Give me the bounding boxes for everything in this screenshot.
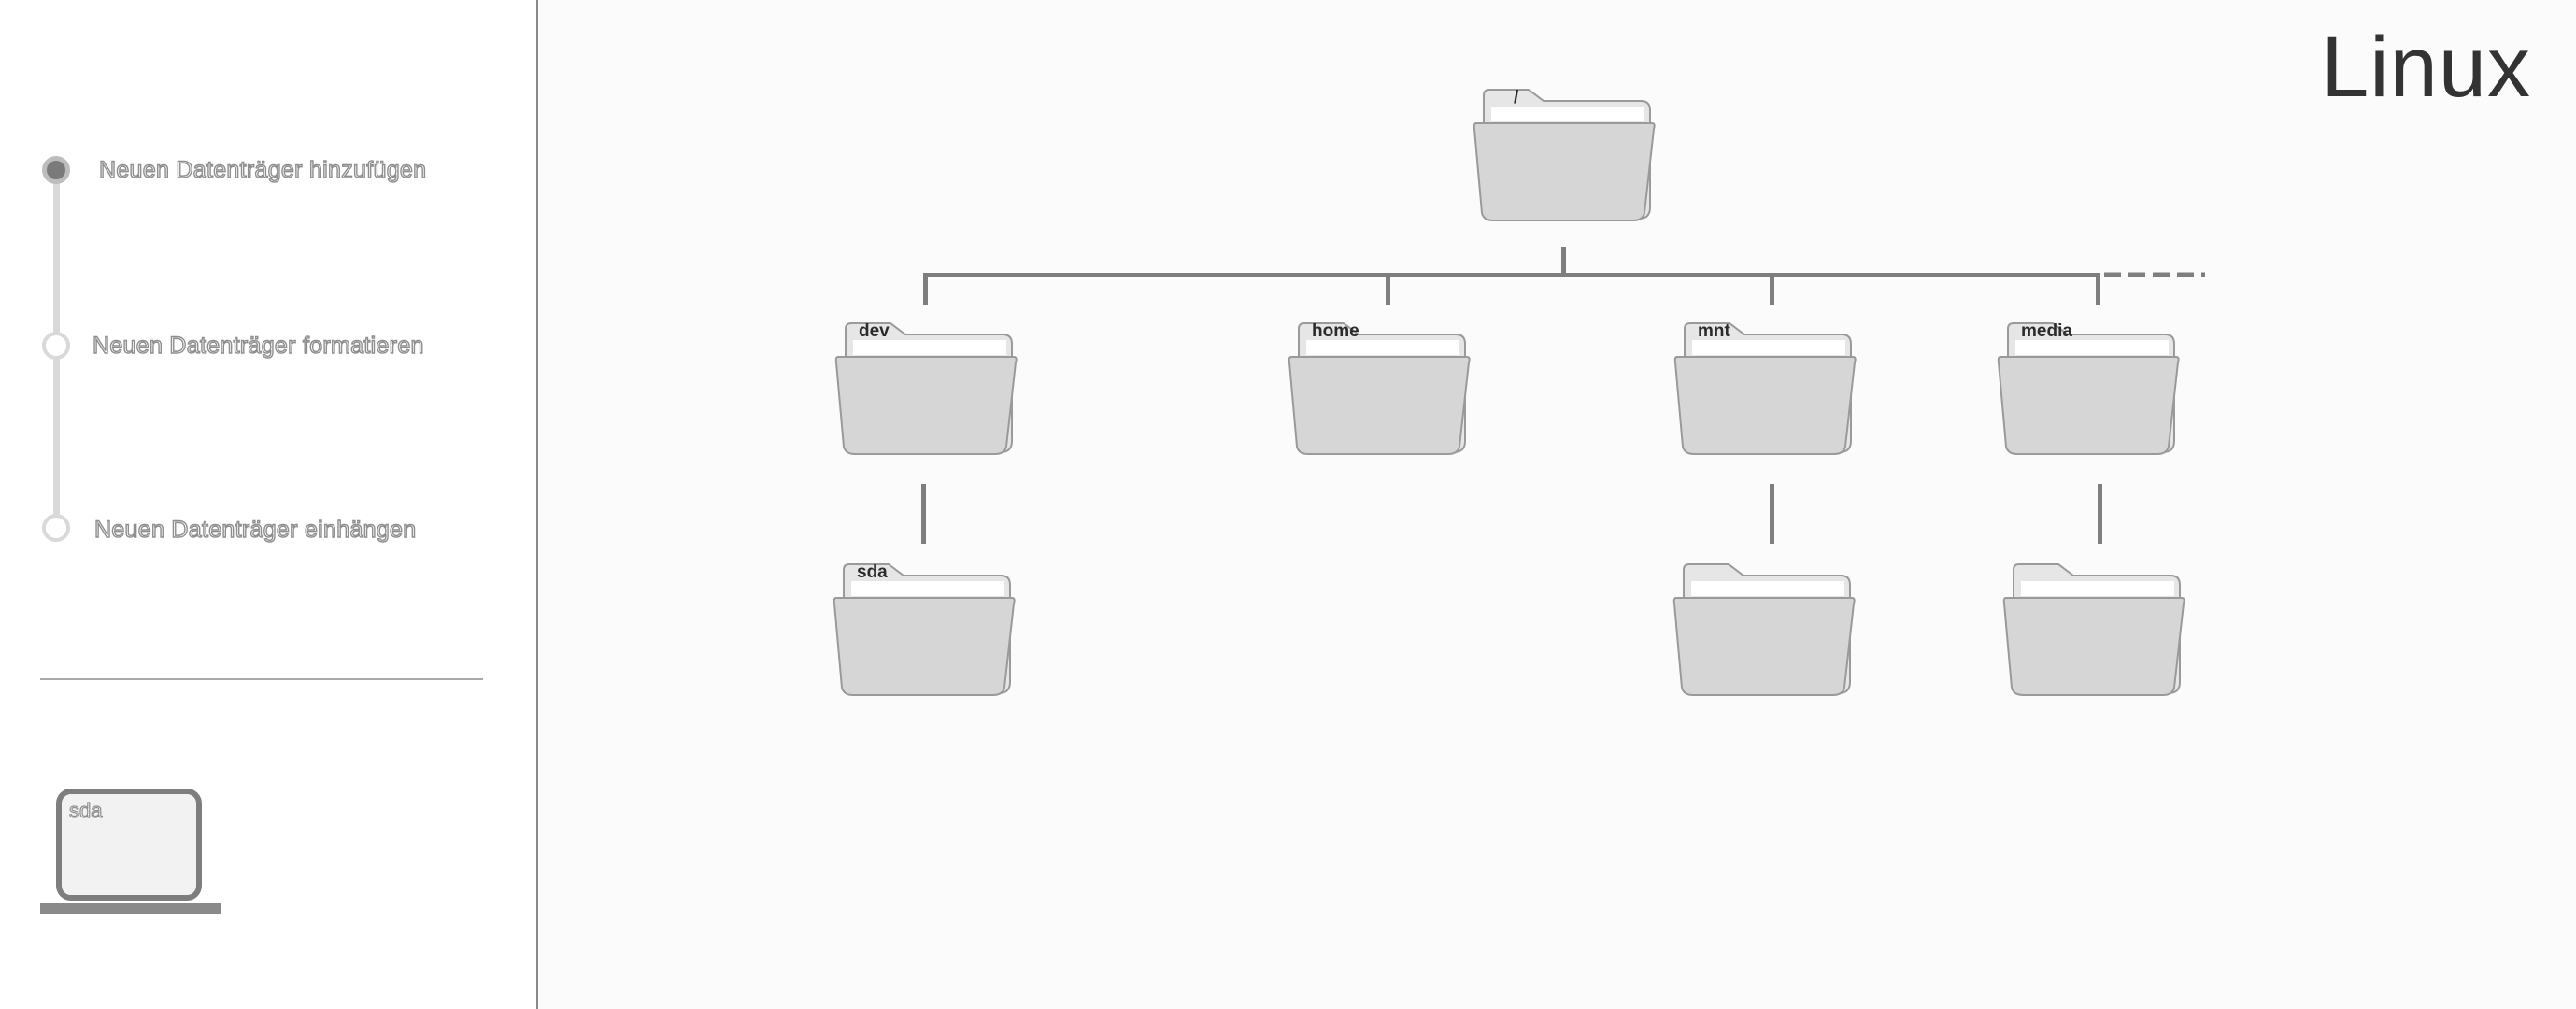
panel-separator [40, 678, 483, 680]
step-3-indicator[interactable] [42, 514, 70, 542]
step-1-label[interactable]: Neuen Datenträger hinzufügen [98, 156, 427, 183]
more-items-dashed-connector [2104, 272, 2205, 277]
media-sub-connector [2098, 484, 2102, 544]
folder-root-label: / [1514, 88, 1519, 107]
home-connector [1386, 273, 1390, 305]
folder-icon [2002, 563, 2185, 696]
folder-home-label: home [1312, 321, 1359, 341]
panel-divider [536, 0, 538, 1009]
folder-media[interactable]: media [1997, 320, 2180, 460]
folder-icon [834, 322, 1018, 455]
horizontal-connector [923, 273, 2100, 277]
folder-mnt[interactable]: mnt [1673, 320, 1857, 460]
folder-mnt-label: mnt [1698, 321, 1730, 341]
disk-label: sda [68, 798, 103, 822]
folder-root[interactable]: / [1473, 86, 1656, 226]
folder-media-sub[interactable] [2002, 561, 2185, 701]
dev-sda-connector [921, 484, 926, 544]
folder-icon [1288, 322, 1471, 455]
step-1-indicator[interactable] [42, 156, 70, 184]
os-title: Linux [2321, 20, 2531, 115]
step-3-label[interactable]: Neuen Datenträger einhängen [93, 516, 417, 543]
folder-home[interactable]: home [1288, 320, 1471, 460]
folder-media-label: media [2021, 321, 2072, 341]
folder-icon [1673, 322, 1857, 455]
folder-icon [833, 563, 1016, 696]
mnt-connector [1770, 273, 1774, 305]
steps-panel: Neuen Datenträger hinzufügen Neuen Daten… [0, 0, 536, 1009]
disk-base [40, 903, 221, 914]
disk-icon[interactable] [56, 789, 202, 901]
folder-dev-label: dev [859, 321, 890, 341]
folder-icon [1672, 563, 1856, 696]
folder-icon [1997, 322, 2180, 455]
mnt-sub-connector [1770, 484, 1774, 544]
step-2-label[interactable]: Neuen Datenträger formatieren [92, 332, 424, 359]
folder-mnt-sub[interactable] [1672, 561, 1856, 701]
folder-dev-sda[interactable]: sda [833, 561, 1016, 701]
folder-dev[interactable]: dev [834, 320, 1018, 460]
folder-dev-sda-label: sda [857, 562, 888, 582]
root-connector [1561, 247, 1566, 275]
step-2-indicator[interactable] [42, 332, 70, 360]
dev-connector [923, 273, 928, 305]
folder-icon [1473, 89, 1656, 221]
media-connector [2096, 273, 2100, 305]
